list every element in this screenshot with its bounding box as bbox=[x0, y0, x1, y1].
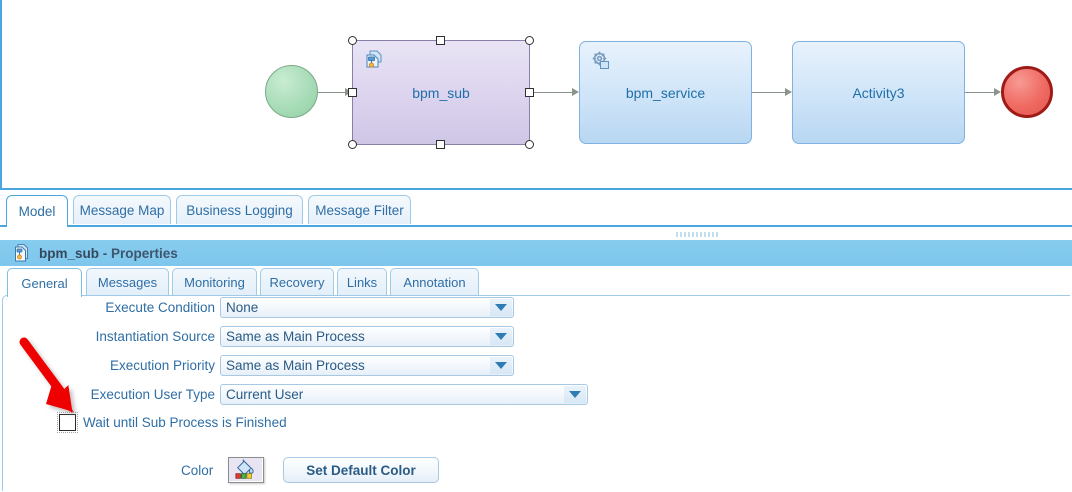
tab-label: Messages bbox=[97, 274, 158, 290]
node-bpm-service[interactable]: bpm_service bbox=[579, 41, 752, 144]
tab-label: Model bbox=[18, 203, 56, 219]
field-row-execution-priority: Execution Priority Same as Main Process bbox=[3, 355, 563, 376]
selection-handle-s[interactable] bbox=[436, 140, 445, 149]
selection-handle-se[interactable] bbox=[525, 140, 534, 149]
tab-message-filter[interactable]: Message Filter bbox=[308, 195, 411, 224]
gear-service-icon bbox=[590, 50, 612, 72]
chevron-down-icon[interactable] bbox=[490, 328, 512, 345]
properties-tab-strip: General Messages Monitoring Recovery Lin… bbox=[0, 266, 1072, 297]
dropdown-value: Same as Main Process bbox=[226, 358, 365, 373]
tab-label: Message Map bbox=[79, 202, 165, 218]
field-label: Instantiation Source bbox=[95, 329, 215, 344]
tab-label: Monitoring bbox=[184, 274, 245, 290]
properties-title-bar: bpm_sub - Properties bbox=[0, 240, 1072, 266]
wait-until-sub-process-row: Wait until Sub Process is Finished bbox=[57, 412, 287, 433]
connector-arrowhead bbox=[572, 88, 579, 96]
chevron-down-icon[interactable] bbox=[564, 386, 586, 403]
selection-handle-sw[interactable] bbox=[348, 140, 357, 149]
node-label: bpm_sub bbox=[412, 84, 470, 101]
connector-start-to-sub bbox=[318, 92, 345, 93]
main-tab-strip: Model Message Map Business Logging Messa… bbox=[0, 192, 1072, 227]
tab-annotation[interactable]: Annotation bbox=[390, 268, 479, 295]
properties-title: bpm_sub - Properties bbox=[39, 246, 178, 261]
tab-general[interactable]: General bbox=[7, 268, 82, 297]
sub-process-icon bbox=[363, 49, 385, 71]
field-row-execution-user-type: Execution User Type Current User bbox=[3, 384, 643, 405]
tab-label: General bbox=[21, 275, 68, 291]
connector-arrowhead bbox=[785, 88, 792, 96]
checkbox-label: Wait until Sub Process is Finished bbox=[83, 415, 287, 430]
field-label: Execute Condition bbox=[105, 300, 215, 315]
tab-message-map[interactable]: Message Map bbox=[73, 195, 171, 224]
properties-title-object: bpm_sub bbox=[39, 245, 100, 261]
properties-panel: bpm_sub - Properties General Messages Mo… bbox=[0, 240, 1072, 492]
splitter-grip[interactable] bbox=[676, 232, 718, 237]
color-row: Color Set Default Color bbox=[181, 457, 439, 483]
chevron-down-icon[interactable] bbox=[490, 299, 512, 316]
tab-business-logging[interactable]: Business Logging bbox=[176, 195, 303, 224]
selection-handle-e[interactable] bbox=[525, 88, 534, 97]
wait-until-sub-process-checkbox[interactable] bbox=[57, 412, 78, 433]
tab-monitoring[interactable]: Monitoring bbox=[172, 268, 257, 295]
set-default-color-button[interactable]: Set Default Color bbox=[283, 457, 439, 483]
field-row-instantiation-source: Instantiation Source Same as Main Proces… bbox=[3, 326, 563, 347]
connector-sub-to-service bbox=[530, 92, 572, 93]
tab-label: Business Logging bbox=[186, 202, 293, 218]
connector-activity3-to-end bbox=[965, 92, 994, 93]
field-label: Execution User Type bbox=[90, 387, 215, 402]
tab-messages[interactable]: Messages bbox=[86, 268, 169, 295]
tab-underline bbox=[0, 225, 1072, 227]
node-activity3[interactable]: Activity3 bbox=[792, 41, 965, 144]
selection-handle-ne[interactable] bbox=[525, 36, 534, 45]
paint-bucket-icon[interactable] bbox=[228, 457, 265, 483]
node-end-event[interactable] bbox=[1001, 66, 1053, 118]
tab-label: Links bbox=[346, 274, 378, 290]
color-label: Color bbox=[181, 462, 214, 478]
selection-handle-w[interactable] bbox=[348, 88, 357, 97]
dropdown-value: Same as Main Process bbox=[226, 329, 365, 344]
connector-service-to-activity3 bbox=[752, 92, 785, 93]
tab-label: Message Filter bbox=[315, 202, 404, 218]
field-label: Execution Priority bbox=[109, 358, 215, 373]
selection-handle-nw[interactable] bbox=[348, 36, 357, 45]
sub-process-properties-icon bbox=[13, 243, 31, 263]
tab-recovery[interactable]: Recovery bbox=[260, 268, 334, 295]
tab-links[interactable]: Links bbox=[337, 268, 387, 295]
node-bpm-sub[interactable]: bpm_sub bbox=[352, 40, 530, 145]
node-start-event[interactable] bbox=[265, 65, 318, 118]
dropdown-value: None bbox=[226, 300, 259, 315]
properties-title-suffix: - Properties bbox=[99, 245, 178, 261]
node-label: Activity3 bbox=[852, 84, 905, 101]
tab-label: Recovery bbox=[269, 274, 325, 290]
node-label: bpm_service bbox=[625, 84, 706, 101]
execution-priority-dropdown[interactable]: Same as Main Process bbox=[220, 355, 514, 376]
tab-label: Annotation bbox=[403, 274, 466, 290]
tab-model[interactable]: Model bbox=[6, 195, 68, 226]
execute-condition-dropdown[interactable]: None bbox=[220, 297, 514, 318]
connector-arrowhead bbox=[994, 88, 1001, 96]
diagram-canvas[interactable]: bpm_sub bbox=[0, 0, 1072, 190]
field-row-execute-condition: Execute Condition None bbox=[3, 297, 563, 318]
selection-handle-n[interactable] bbox=[436, 36, 445, 45]
panel-splitter[interactable] bbox=[0, 229, 1072, 240]
instantiation-source-dropdown[interactable]: Same as Main Process bbox=[220, 326, 514, 347]
chevron-down-icon[interactable] bbox=[490, 357, 512, 374]
button-label: Set Default Color bbox=[306, 462, 416, 478]
selected-tab-underline-gap bbox=[7, 225, 67, 227]
general-tab-form: Execute Condition None Instantiation Sou… bbox=[2, 295, 1070, 491]
execution-user-type-dropdown[interactable]: Current User bbox=[220, 384, 588, 405]
dropdown-value: Current User bbox=[226, 387, 304, 402]
